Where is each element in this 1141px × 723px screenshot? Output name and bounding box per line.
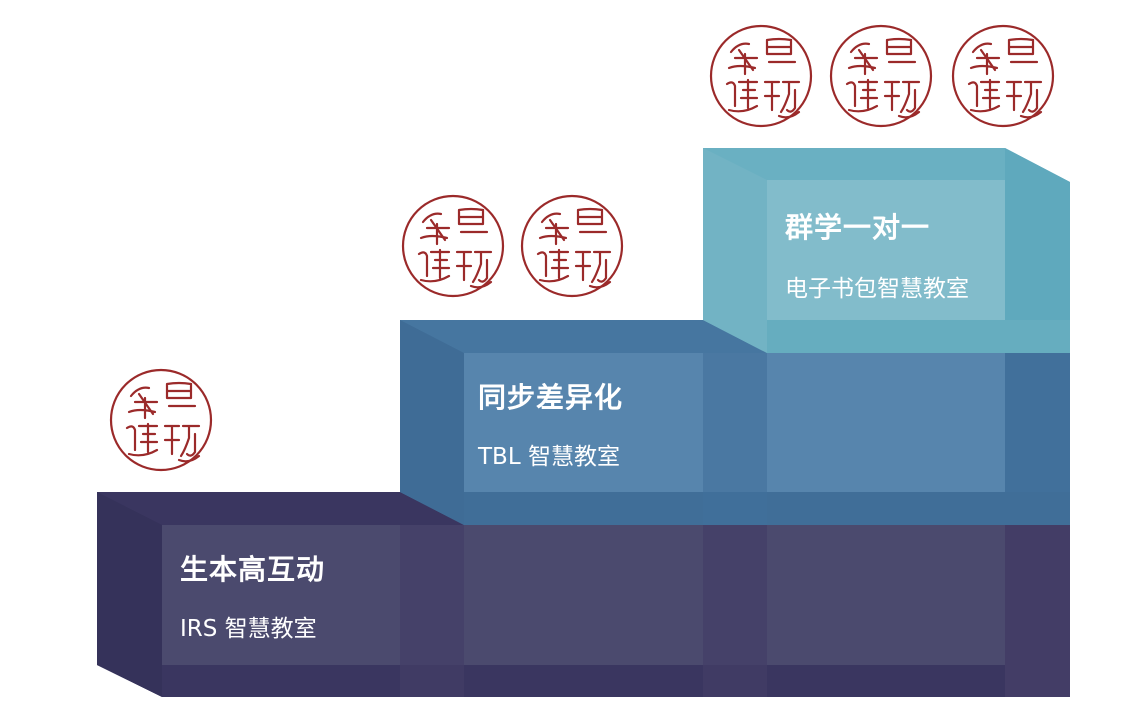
seal-stamp-icon xyxy=(520,194,624,298)
seal-stamp-icon xyxy=(709,24,813,128)
step-2-subtitle: TBL 智慧教室 xyxy=(478,444,620,470)
seal-stamp-icon xyxy=(951,24,1055,128)
step-1-title: 生本高互动 xyxy=(180,553,326,586)
seal-stamp-icon xyxy=(829,24,933,128)
seal-stamp-icon xyxy=(109,368,213,472)
step-3-subtitle: 电子书包智慧教室 xyxy=(785,276,969,302)
step-1-front-face xyxy=(162,525,1005,665)
step-3-front-face xyxy=(767,180,1005,320)
step-2-title: 同步差异化 xyxy=(478,381,624,414)
step-3-title: 群学一对一 xyxy=(785,211,931,244)
step-1-subtitle: IRS 智慧教室 xyxy=(180,616,317,642)
seal-stamp-icon xyxy=(401,194,505,298)
